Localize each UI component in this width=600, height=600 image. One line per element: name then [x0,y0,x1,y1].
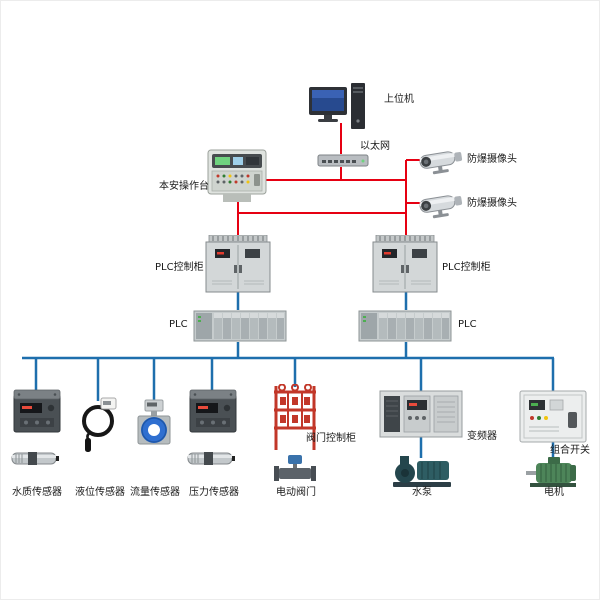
motor-icon [526,457,576,487]
plc-cabinet-right-node [372,235,438,293]
plc-left-node [193,309,287,343]
pump-icon [393,456,451,487]
ethernet-switch-node [317,153,369,168]
water-pump-node [391,455,453,488]
pressure-transmitter-node [189,389,237,433]
valve-control-cabinet-node [272,384,318,452]
ethernet-network-lines [237,123,423,237]
plc-left-label: PLC [169,319,188,330]
probe-cylinder-icon [11,452,59,465]
camera-icon [419,151,463,175]
probe-cylinder-icon [187,452,235,465]
water-quality-transmitter-node [13,389,61,433]
pressure-probe-node [186,448,236,468]
plc-cabinet-right-label: PLC控制柜 [442,262,491,273]
motor-node [524,456,582,488]
camera-top-label: 防爆摄像头 [467,154,517,165]
transmitter-box-icon [13,389,61,433]
host-computer-node [307,83,367,131]
camera-bottom-label: 防爆摄像头 [467,198,517,209]
console-icon [207,149,267,202]
plc-cabinet-icon [205,235,271,293]
switch-icon [317,154,369,167]
water-quality-sensor-label: 水质传感器 [12,487,62,498]
valve-icon [274,455,316,481]
pressure-sensor-label: 压力传感器 [189,487,239,498]
transmitter-box-icon [189,389,237,433]
valve-cabinet-label: 阀门控制柜 [306,433,356,444]
motor-label: 电机 [544,487,564,498]
explosion-proof-camera-top-node [417,145,465,175]
water-quality-probe-node [10,448,60,468]
electromagnetic-flowmeter-icon [137,399,171,445]
inverter-label: 变频器 [467,431,497,442]
computer-icon [309,83,365,129]
plc-cabinet-left-label: PLC控制柜 [155,262,204,273]
plc-right-label: PLC [458,319,477,330]
electric-valve-node [273,454,317,483]
ethernet-label: 以太网 [360,141,390,152]
inverter-node [379,390,463,438]
level-sensor-label: 液位传感器 [75,487,125,498]
level-sensor-node [79,395,119,453]
flow-sensor-label: 流量传感器 [130,487,180,498]
plc-cabinet-left-node [205,235,271,293]
plc-cabinet-icon [372,235,438,293]
flow-sensor-node [133,399,175,449]
explosion-proof-camera-bottom-node [417,189,465,219]
electric-valve-label: 电动阀门 [276,487,316,498]
host-label: 上位机 [384,94,414,105]
cable-coil-sensor-icon [82,397,117,452]
console-label: 本安操作台 [159,181,209,192]
switch-cabinet-icon [519,390,587,443]
plc-right-node [358,309,452,343]
safe-console-node [207,149,267,203]
combination-switch-label: 组合开关 [550,445,590,456]
plc-rack-icon [358,310,452,342]
combination-switch-node [519,390,587,443]
water-pump-label: 水泵 [412,487,432,498]
inverter-cabinet-icon [379,390,463,438]
red-valve-frame-icon [274,384,316,450]
plc-rack-icon [193,310,287,342]
camera-icon [419,195,463,219]
